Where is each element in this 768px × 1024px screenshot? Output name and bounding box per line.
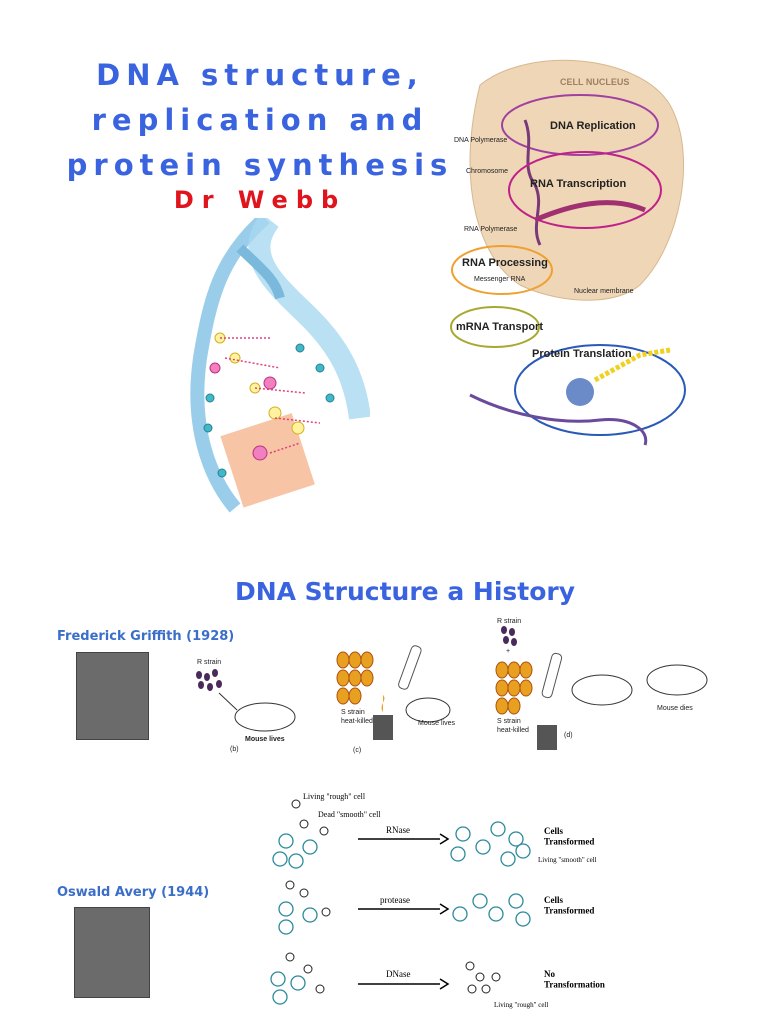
cell-nucleus-diagram: CELL NUCLEUS DNA Replication DNA Polymer… [450, 59, 686, 446]
nuclear-membrane-label: Nuclear membrane [574, 288, 634, 295]
panel-c-tag: (c) [353, 747, 361, 754]
rna-polymerase-label: RNA Polymerase [464, 226, 517, 233]
avery-name: Oswald Avery (1944) [57, 885, 210, 900]
title-line-2: replication and [91, 103, 429, 137]
mouse-lives-label-b: Mouse lives [245, 736, 285, 743]
avery-photo [74, 907, 150, 998]
title-line-1: DNA structure, [96, 58, 424, 92]
living-smooth-label: Living "smooth" cell [538, 856, 597, 864]
living-rough-label-2: Living "rough" cell [494, 1001, 548, 1009]
rnase-label: RNase [386, 825, 410, 835]
dna-polymerase-label: DNA Polymerase [454, 137, 507, 144]
protease-label: protease [380, 895, 410, 905]
messenger-rna-label: Messenger RNA [474, 276, 526, 283]
mouse-lives-label-c: Mouse lives [418, 720, 455, 727]
rna-processing-label: RNA Processing [462, 257, 548, 269]
dead-smooth-label: Dead "smooth" cell [318, 810, 381, 819]
mrna-transport-label: mRNA Transport [456, 321, 543, 333]
dnase-label: DNase [386, 969, 411, 979]
griffith-photo [76, 652, 149, 740]
griffith-panel-b: R strain Mouse lives (b) [196, 659, 296, 753]
griffith-name: Frederick Griffith (1928) [57, 629, 235, 644]
rna-transcription-label: RNA Transcription [530, 178, 626, 190]
dna-helix-illustration [190, 218, 370, 513]
r-strain-label-d: R strain [497, 618, 521, 625]
title-line-3: protein synthesis [66, 148, 454, 182]
protein-translation-label: Protein Translation [532, 348, 632, 360]
nucleus-label: CELL NUCLEUS [560, 77, 629, 87]
plus-sign: + [506, 648, 510, 655]
history-heading: DNA Structure a History [234, 577, 576, 606]
panel-d-tag: (d) [564, 732, 573, 739]
living-rough-label: Living "rough" cell [303, 792, 366, 801]
chromosome-label: Chromosome [466, 168, 508, 175]
panel-b-tag: (b) [230, 746, 239, 753]
mouse-dies-label: Mouse dies [657, 705, 693, 712]
r-strain-label-b: R strain [197, 659, 221, 666]
author-name: Dr Webb [173, 186, 347, 214]
dna-replication-label: DNA Replication [550, 120, 636, 132]
avery-experiment-diagram: Living "rough" cell Dead "smooth" cell R… [270, 792, 605, 1009]
